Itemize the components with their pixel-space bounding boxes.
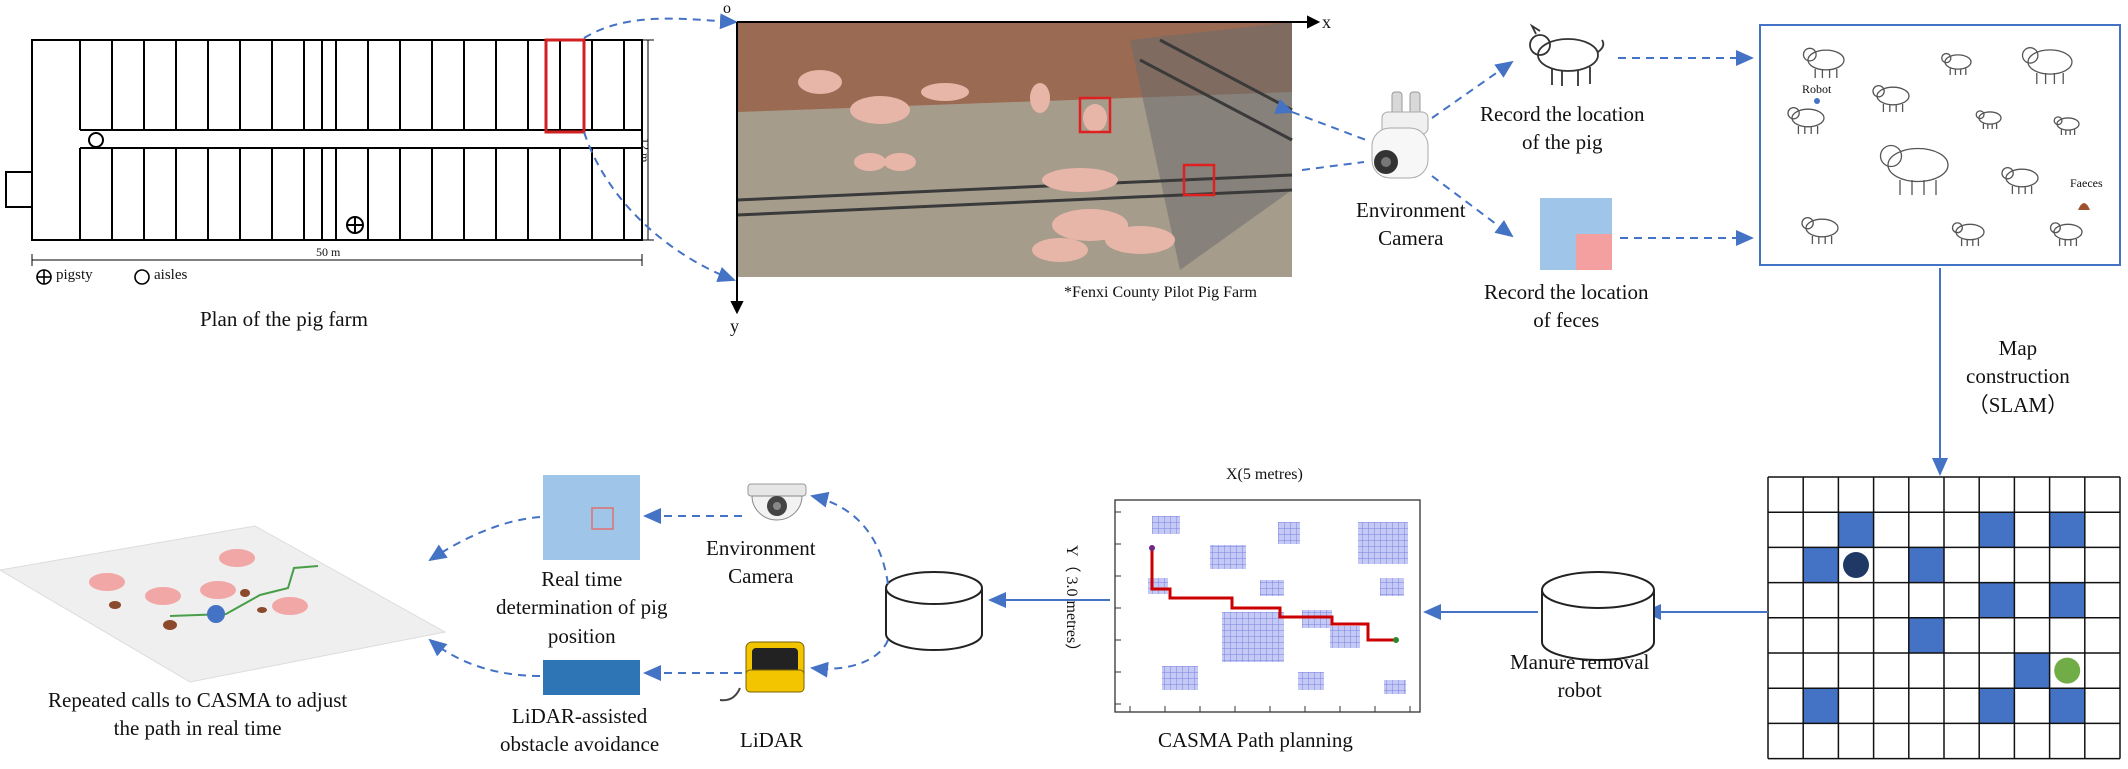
- link-camera-pig: [1431, 60, 1514, 119]
- lidar-icon: [719, 641, 805, 702]
- farm-width-label: 50 m: [316, 245, 341, 259]
- link-controller-camera: [810, 491, 889, 585]
- farm-dimension-lines: [31, 39, 654, 266]
- photo-axis-origin: o: [723, 0, 731, 17]
- environment-camera-icon: [1371, 91, 1429, 179]
- controller-icon: [885, 571, 983, 651]
- link-avoid-scene: [428, 638, 541, 677]
- map-robot-label: Robot: [1802, 82, 1832, 96]
- farm-plan-title: Plan of the pig farm: [200, 307, 368, 331]
- dome-camera-icon: [747, 483, 807, 521]
- link-camera-photo-1: [1274, 98, 1367, 141]
- legend-aisles: aisles: [154, 267, 188, 283]
- link-plan-photo-bottom: [583, 131, 736, 282]
- pig-icon: [1529, 23, 1605, 86]
- farm-height-label: 12 m: [638, 138, 652, 163]
- map-faeces-label: Faeces: [2070, 176, 2103, 190]
- link-camera-feces: [1431, 175, 1514, 238]
- chart-xlabel: X(5 metres): [1226, 466, 1303, 483]
- link-camera-photo-2: [1301, 161, 1365, 171]
- legend-pigsty: pigsty: [56, 267, 93, 283]
- farm-photo: [736, 22, 1293, 277]
- lidar-label: LiDAR: [740, 728, 803, 752]
- link-realtime-scene: [428, 516, 541, 562]
- photo-axes: [730, 15, 1321, 315]
- photo-axis-y: y: [730, 316, 739, 336]
- photo-axis-x: x: [1322, 12, 1331, 32]
- link-controller-lidar: [810, 639, 889, 678]
- farm-plan: [5, 38, 643, 241]
- realtime-scene: [0, 525, 447, 683]
- chart-ylabel: Y（ 3.0 metres）: [1063, 545, 1080, 660]
- semantic-map: [1759, 24, 2121, 266]
- manure-robot-icon: [1541, 571, 1655, 661]
- obstacle-avoidance-icon: [543, 660, 640, 695]
- farm-legend: [36, 269, 150, 285]
- realtime-pig-position-icon: [543, 475, 640, 560]
- feces-location-icon: [1540, 198, 1612, 270]
- photo-caption: *Fenxi County Pilot Pig Farm: [1064, 284, 1257, 301]
- planned-path: [1150, 548, 1396, 642]
- occupancy-grid: [1767, 476, 2121, 760]
- path-planning-chart: [1114, 499, 1421, 713]
- link-plan-photo-top: [583, 13, 738, 39]
- chart-caption: CASMA Path planning: [1158, 728, 1353, 752]
